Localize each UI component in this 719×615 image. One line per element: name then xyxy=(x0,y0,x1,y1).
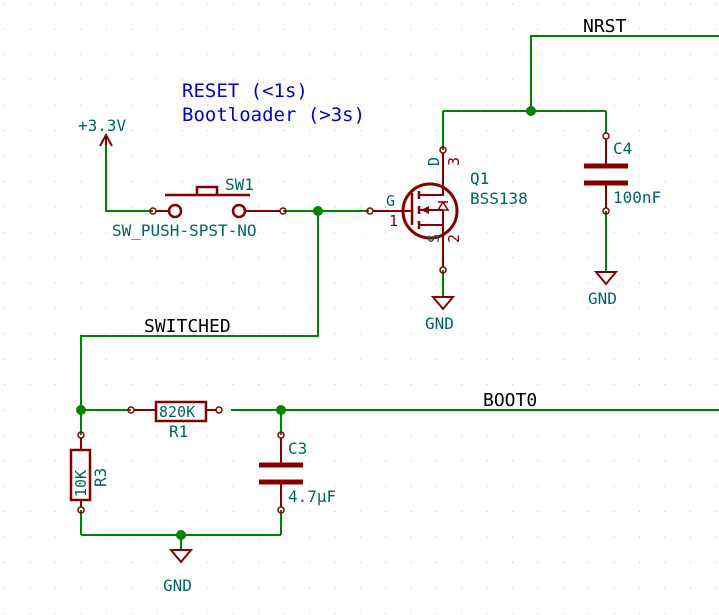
r1-body-icon xyxy=(154,400,208,423)
r3-value: 10K xyxy=(72,470,90,497)
sw-plunger-icon xyxy=(195,185,219,195)
gnd-symbol-c4: GND xyxy=(588,271,619,308)
junction-dot xyxy=(76,405,86,415)
power-label-v33: +3.3V xyxy=(78,116,127,135)
sw1-value: SW_PUSH-SPST-NO xyxy=(112,221,257,240)
mosfet-q1: G 1 D 3 S 2 Q1 BSS138 xyxy=(366,146,528,274)
junction-dot xyxy=(276,405,286,415)
net-label-switched: SWITCHED xyxy=(144,316,231,337)
power-arrow-icon xyxy=(99,132,113,147)
capacitor-c3: C3 4.7µF xyxy=(259,431,336,514)
capacitor-c4: C4 100nF xyxy=(584,132,661,215)
gnd-symbol-bottom: GND xyxy=(163,549,194,595)
diode-icon xyxy=(436,200,450,211)
q1-pin-d: D xyxy=(425,157,443,166)
note-bootloader: Bootloader (>3s) xyxy=(182,104,365,126)
r3-body-icon xyxy=(69,448,92,502)
sw1-ref: SW1 xyxy=(225,175,254,194)
r1-ref: R1 xyxy=(169,422,188,441)
wire-v33 xyxy=(105,145,153,212)
junction-dot xyxy=(313,206,323,216)
mosfet-body-icon xyxy=(401,182,459,240)
c4-ref: C4 xyxy=(613,139,632,158)
q1-pin-s: S xyxy=(425,234,443,243)
net-label-nrst: NRST xyxy=(583,16,627,37)
c3-ref: C3 xyxy=(288,439,307,458)
power-symbol-v33: +3.3V xyxy=(78,116,127,147)
junctions xyxy=(76,106,536,540)
note-reset: RESET (<1s) xyxy=(182,80,308,102)
gnd-label: GND xyxy=(163,576,192,595)
r3-ref: R3 xyxy=(91,468,110,487)
gnd-symbol-q1: GND xyxy=(425,296,456,333)
c4-value: 100nF xyxy=(613,188,661,207)
q1-ref: Q1 xyxy=(470,169,489,188)
net-label-boot0: BOOT0 xyxy=(483,390,537,411)
q1-pin-3: 3 xyxy=(445,157,463,166)
gnd-label: GND xyxy=(588,289,617,308)
c3-value: 4.7µF xyxy=(288,487,336,506)
q1-pin-g: G xyxy=(386,192,395,210)
drain-lead xyxy=(419,153,444,196)
body-arrow-icon xyxy=(421,206,429,214)
wire-switched xyxy=(80,211,319,410)
q1-pin-1: 1 xyxy=(389,212,398,230)
switch-sw1: SW1 SW_PUSH-SPST-NO xyxy=(112,175,287,240)
resistor-r1: 820K R1 xyxy=(127,400,223,441)
ground-icon xyxy=(430,296,456,311)
ground-icon xyxy=(593,271,619,286)
resistor-r3: 10K R3 xyxy=(69,431,110,514)
wire-nrst xyxy=(530,35,719,111)
r1-value: 820K xyxy=(159,403,195,421)
q1-value: BSS138 xyxy=(470,189,528,208)
gnd-label: GND xyxy=(425,314,454,333)
sw-contact-icon xyxy=(231,203,247,219)
q1-pin-2: 2 xyxy=(445,234,463,243)
junction-dot xyxy=(176,530,186,540)
junction-dot xyxy=(526,106,536,116)
sw-contact-icon xyxy=(167,203,183,219)
ground-icon xyxy=(168,549,194,564)
